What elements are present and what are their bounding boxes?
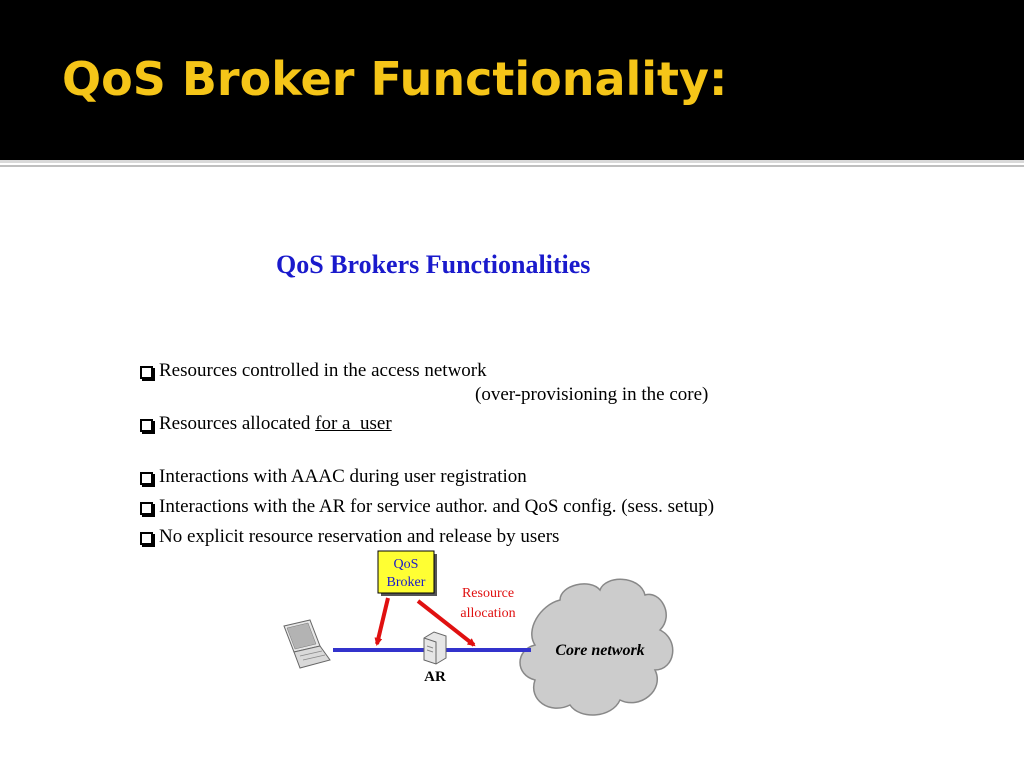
bullet-text: Interactions with the AR for service aut… (159, 496, 715, 517)
checkbox-bullet-icon (140, 531, 155, 547)
router-icon (423, 631, 447, 665)
broker-label-line2: Broker (387, 575, 426, 590)
arrow-to-access-icon (374, 597, 390, 646)
qos-broker-box (377, 550, 435, 594)
bullet-continuation: (over-provisioning in the core) (475, 384, 709, 405)
slide-title: QoS Broker Functionality: (62, 52, 728, 106)
resource-label-line2: allocation (460, 606, 515, 621)
bullet-item: No explicit resource reservation and rel… (140, 526, 559, 548)
title-divider (0, 160, 1024, 163)
bullet-text: Interactions with AAAC during user regis… (159, 466, 527, 487)
cloud-icon (519, 578, 674, 716)
bullet-item: Interactions with AAAC during user regis… (140, 466, 527, 488)
title-divider-secondary (0, 165, 1024, 167)
bullet-item: Resources controlled in the access netwo… (140, 360, 487, 382)
title-bar (0, 0, 1024, 160)
bullet-text: Resources controlled in the access netwo… (159, 360, 487, 381)
bullet-text: No explicit resource reservation and rel… (159, 526, 560, 547)
core-network-label: Core network (555, 642, 644, 659)
checkbox-bullet-icon (140, 418, 155, 434)
arrow-to-link-icon (416, 599, 476, 647)
bullet-item: Resources allocated for a user (140, 413, 392, 435)
checkbox-bullet-icon (140, 501, 155, 517)
bullet-text: Resources allocated (159, 413, 316, 434)
checkbox-bullet-icon (140, 471, 155, 487)
broker-label-line1: QoS (394, 557, 419, 572)
bullet-underlined-text: for a user (315, 413, 392, 434)
router-label: AR (424, 669, 446, 685)
content-subtitle: QoS Brokers Functionalities (276, 250, 591, 279)
bullet-item: Interactions with the AR for service aut… (140, 496, 714, 518)
laptop-icon (283, 619, 331, 669)
resource-label-line1: Resource (462, 586, 514, 601)
checkbox-bullet-icon (140, 365, 155, 381)
